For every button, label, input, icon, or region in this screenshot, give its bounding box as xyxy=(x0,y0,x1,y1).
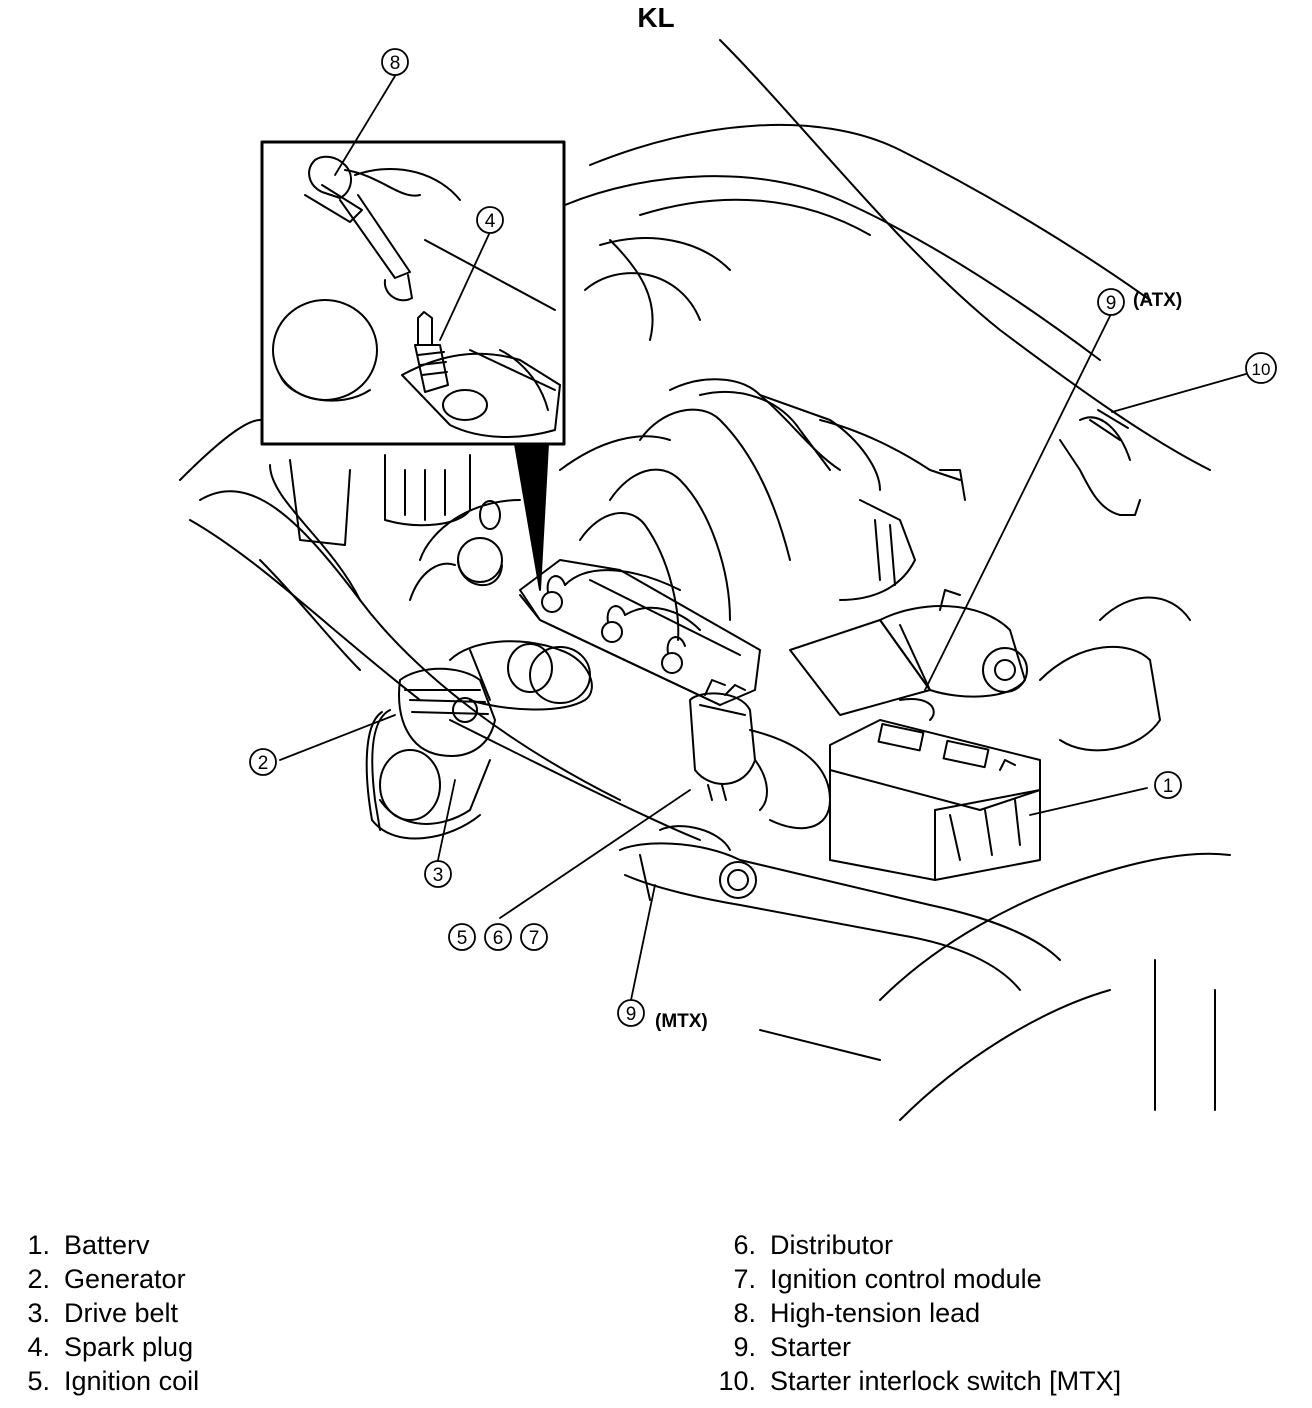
valve-cover xyxy=(409,499,761,706)
atx-tag: (ATX) xyxy=(1133,290,1182,311)
legend-item: 10. Starter interlock switch [MTX] xyxy=(712,1364,1121,1398)
callout-7-circle xyxy=(520,923,548,951)
legend-item: 2. Generator xyxy=(22,1262,199,1296)
legend-right-column: 6.Distributor 7.Ignition control module … xyxy=(712,1228,1121,1398)
callout-9-atx-circle xyxy=(1097,288,1125,316)
legend-label: Starter interlock switch [MTX] xyxy=(770,1366,1122,1396)
callout-8-label: 8 xyxy=(390,53,401,74)
legend-number: 3. xyxy=(27,1298,50,1328)
legend-number: 1. xyxy=(27,1230,50,1260)
callout-3-label: 3 xyxy=(433,865,444,886)
legend-item: 3. Drive belt xyxy=(22,1296,199,1330)
legend-number: 4. xyxy=(27,1332,50,1362)
callout-3-circle xyxy=(424,860,452,888)
callout-9-mtx-circle xyxy=(617,999,645,1027)
battery xyxy=(829,698,1041,881)
left-fender-outline xyxy=(179,419,621,801)
legend-label: Spark plug xyxy=(64,1332,194,1362)
legend-number: 10. xyxy=(718,1366,756,1396)
legend-number: 2. xyxy=(27,1264,50,1294)
generator-assembly xyxy=(365,667,496,840)
legend-number: 5. xyxy=(27,1366,50,1396)
legend-number: 6. xyxy=(733,1230,756,1260)
legend-label: Distributor xyxy=(770,1230,894,1260)
callout-5-label: 5 xyxy=(457,928,468,949)
spark-plug-detail-inset xyxy=(260,140,566,591)
legend-number: 7. xyxy=(733,1264,756,1294)
callout-4-label: 4 xyxy=(485,211,496,232)
legend-number: 8. xyxy=(733,1298,756,1328)
callout-10-circle xyxy=(1245,352,1277,384)
legend-item: 7. Ignition control module xyxy=(712,1262,1121,1296)
legend-item: 4. Spark plug xyxy=(22,1330,199,1364)
callout-2-circle xyxy=(249,748,277,776)
mtx-tag: (MTX) xyxy=(655,1011,708,1032)
legend-label: Drive belt xyxy=(64,1298,179,1328)
legend-label: Batterv xyxy=(64,1230,150,1260)
callout-6-label: 6 xyxy=(493,928,504,949)
legend-label: Starter xyxy=(770,1332,852,1362)
cross-member-and-starter-mtx xyxy=(449,719,1061,991)
callout-8-circle xyxy=(381,48,409,76)
callout-6-circle xyxy=(484,923,512,951)
callout-5-circle xyxy=(448,923,476,951)
legend-label: Ignition coil xyxy=(64,1366,200,1396)
callout-1-circle xyxy=(1154,771,1182,799)
leader-lines xyxy=(279,75,1247,1001)
legend-label: High-tension lead xyxy=(770,1298,981,1328)
callout-9-atx-label: 9 xyxy=(1106,293,1117,314)
legend-label: Generator xyxy=(64,1264,186,1294)
callout-9-mtx-label: 9 xyxy=(626,1004,637,1025)
callout-10-label: 10 xyxy=(1252,360,1271,379)
hood-outline xyxy=(564,39,1211,471)
diagram-title: KL xyxy=(637,2,675,33)
engine-intake-manifold xyxy=(559,378,966,641)
legend-item: 8. High-tension lead xyxy=(712,1296,1121,1330)
legend-label: Ignition control module xyxy=(770,1264,1042,1294)
legend-item: 5. Ignition coil xyxy=(22,1364,199,1398)
legend-item: 9. Starter xyxy=(712,1330,1121,1364)
legend-item: 1. Batterv xyxy=(22,1228,199,1262)
legend-item: 6. Distributor xyxy=(712,1228,1121,1262)
distributor-assembly xyxy=(689,679,831,830)
air-intake-duct xyxy=(449,640,593,711)
legend-left-column: 1. Batterv 2. Generator 3. Drive belt 4. Spa… xyxy=(22,1228,199,1398)
callout-4-circle xyxy=(476,206,504,234)
right-fender-outline xyxy=(759,409,1231,1121)
callout-1-label: 1 xyxy=(1163,776,1174,797)
callout-2-label: 2 xyxy=(258,753,269,774)
callout-7-label: 7 xyxy=(529,928,540,949)
legend-number: 9. xyxy=(733,1332,756,1362)
starter-atx xyxy=(789,589,1028,716)
